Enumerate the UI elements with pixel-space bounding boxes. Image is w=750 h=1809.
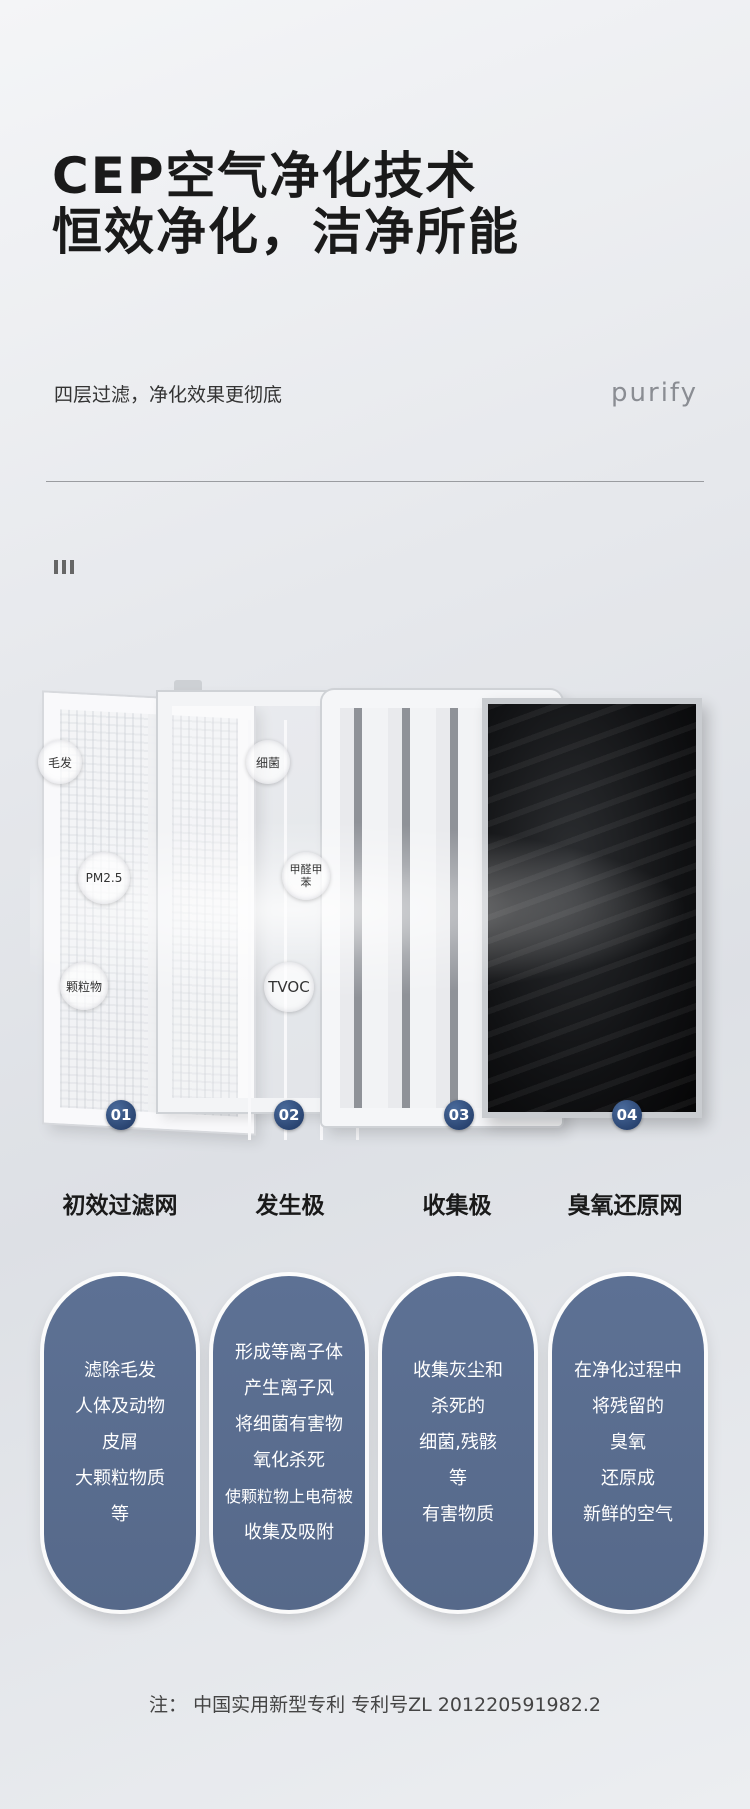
page-subtitle-headline: 恒效净化，洁净所能 [52,203,520,261]
bubble-particles: 颗粒物 [60,962,108,1010]
layer-desc-3: 收集灰尘和 杀死的 细菌,残骸 等 有害物质 [382,1276,534,1610]
filter-illustration: 毛发 PM2.5 颗粒物 细菌 甲醛甲苯 TVOC 01 02 03 04 [30,680,730,1150]
layer-labels: 初效过滤网 发生极 收集极 臭氧还原网 [0,1186,750,1222]
desc-line: 杀死的 [431,1396,485,1417]
page-title: CEP空气净化技术 [52,147,478,205]
desc-line: 新鲜的空气 [583,1504,673,1525]
desc-line: 滤除毛发 [84,1360,156,1381]
desc-line: 人体及动物 [75,1396,165,1417]
layer-desc-2: 形成等离子体 产生离子风 将细菌有害物 氧化杀死 使颗粒物上电荷被 收集及吸附 [213,1276,365,1610]
desc-line: 使颗粒物上电荷被 [224,1487,353,1506]
desc-line: 氧化杀死 [253,1450,325,1471]
desc-line: 细菌,残骸 [419,1432,497,1453]
filter-layer-4-image [482,698,702,1118]
desc-line: 等 [449,1468,467,1489]
bubble-bacteria: 细菌 [246,740,290,784]
bubble-formaldehyde: 甲醛甲苯 [282,852,330,900]
desc-line: 将细菌有害物 [235,1414,343,1435]
desc-line: 大颗粒物质 [75,1468,165,1489]
badge-02: 02 [274,1100,304,1130]
desc-line: 形成等离子体 [235,1342,343,1363]
english-tag: purify [611,378,698,408]
title-block: CEP空气净化技术 恒效净化，洁净所能 [52,148,520,260]
desc-line: 臭氧 [610,1432,646,1453]
desc-line: 皮屑 [102,1432,138,1453]
layer-label-2: 发生极 [255,1193,325,1219]
divider [46,481,704,482]
bars-icon [54,560,74,574]
layer-label-1: 初效过滤网 [62,1193,178,1219]
layer-desc-1: 滤除毛发 人体及动物 皮屑 大颗粒物质 等 [44,1276,196,1610]
desc-line: 产生离子风 [244,1378,334,1399]
layer-descriptions: 滤除毛发 人体及动物 皮屑 大颗粒物质 等 形成等离子体 产生离子风 将细菌有害… [0,1276,750,1616]
bubble-tvoc: TVOC [264,962,314,1012]
desc-line: 还原成 [601,1468,655,1489]
desc-line: 将残留的 [592,1396,664,1417]
layer-desc-4: 在净化过程中 将残留的 臭氧 还原成 新鲜的空气 [552,1276,704,1610]
desc-line: 有害物质 [422,1504,494,1525]
desc-line: 收集灰尘和 [413,1360,503,1381]
layer-label-3: 收集极 [422,1193,492,1219]
feature-subtitle: 四层过滤，净化效果更彻底 [54,384,283,406]
desc-line: 在净化过程中 [574,1360,682,1381]
bubble-pm25: PM2.5 [78,852,130,904]
badge-03: 03 [444,1100,474,1130]
badge-04: 04 [612,1100,642,1130]
badge-01: 01 [106,1100,136,1130]
bubble-hair: 毛发 [38,740,82,784]
desc-line: 等 [111,1504,129,1525]
layer-label-4: 臭氧还原网 [567,1193,683,1219]
patent-note: 注： 中国实用新型专利 专利号ZL 201220591982.2 [149,1694,601,1716]
desc-line: 收集及吸附 [244,1522,334,1543]
